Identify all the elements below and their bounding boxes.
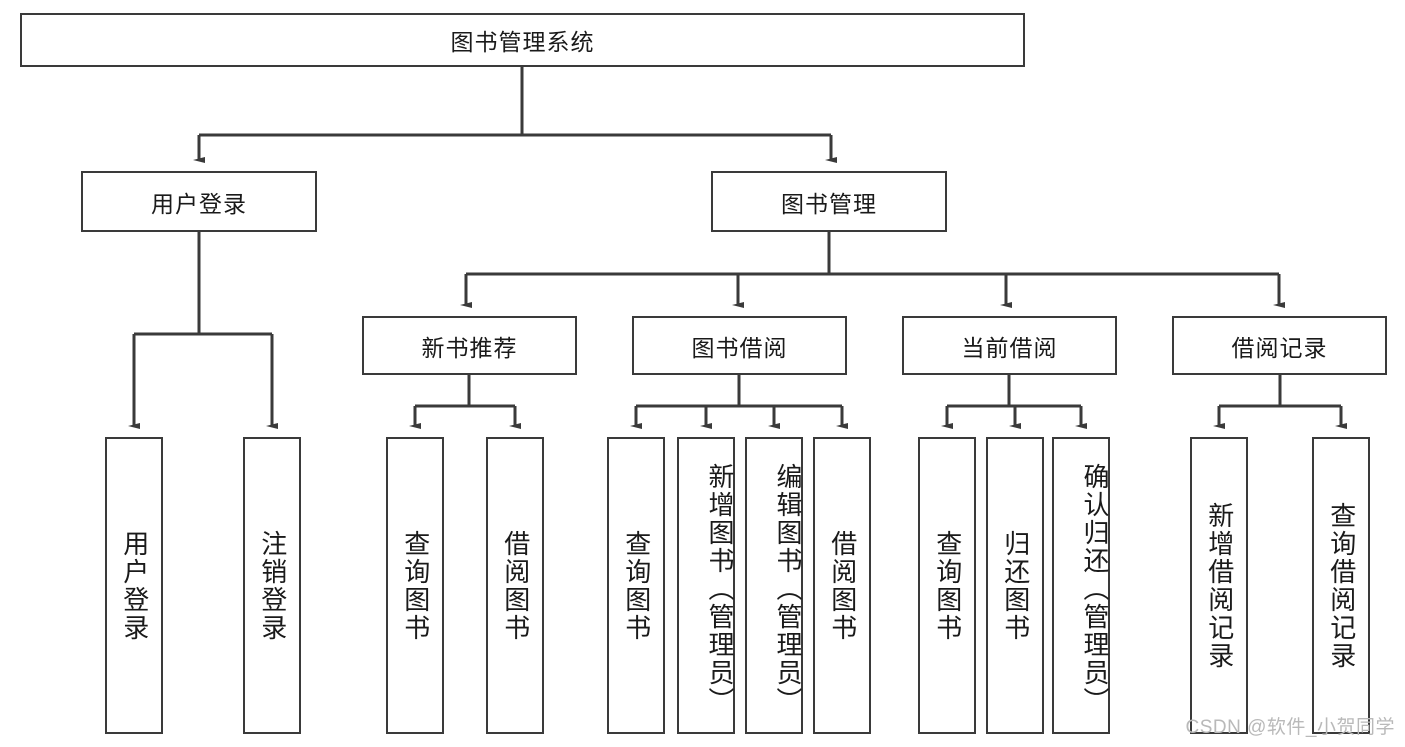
leaf-borrow-book-newbook[interactable]: 借阅图书 [486,437,544,734]
node-root-system[interactable]: 图书管理系统 [20,13,1025,67]
leaf-query-book-borrow[interactable]: 查询图书 [607,437,665,734]
leaf-user-login[interactable]: 用户登录 [105,437,163,734]
node-book-management[interactable]: 图书管理 [711,171,947,232]
node-new-book-recommend[interactable]: 新书推荐 [362,316,577,375]
leaf-edit-book-admin[interactable]: 编辑图书（管理员） [745,437,803,734]
leaf-add-borrow-record[interactable]: 新增借阅记录 [1190,437,1248,734]
leaf-query-borrow-record[interactable]: 查询借阅记录 [1312,437,1370,734]
leaf-user-logout[interactable]: 注销登录 [243,437,301,734]
node-borrow-record[interactable]: 借阅记录 [1172,316,1387,375]
csdn-watermark: CSDN @软件_小贺同学 [1185,717,1395,738]
leaf-query-book-current[interactable]: 查询图书 [918,437,976,734]
node-user-login[interactable]: 用户登录 [81,171,317,232]
leaf-return-book[interactable]: 归还图书 [986,437,1044,734]
node-current-borrow[interactable]: 当前借阅 [902,316,1117,375]
leaf-query-book-newbook[interactable]: 查询图书 [386,437,444,734]
leaf-add-book-admin[interactable]: 新增图书（管理员） [677,437,735,734]
node-book-borrow[interactable]: 图书借阅 [632,316,847,375]
leaf-borrow-book[interactable]: 借阅图书 [813,437,871,734]
leaf-confirm-return-admin[interactable]: 确认归还（管理员） [1052,437,1110,734]
